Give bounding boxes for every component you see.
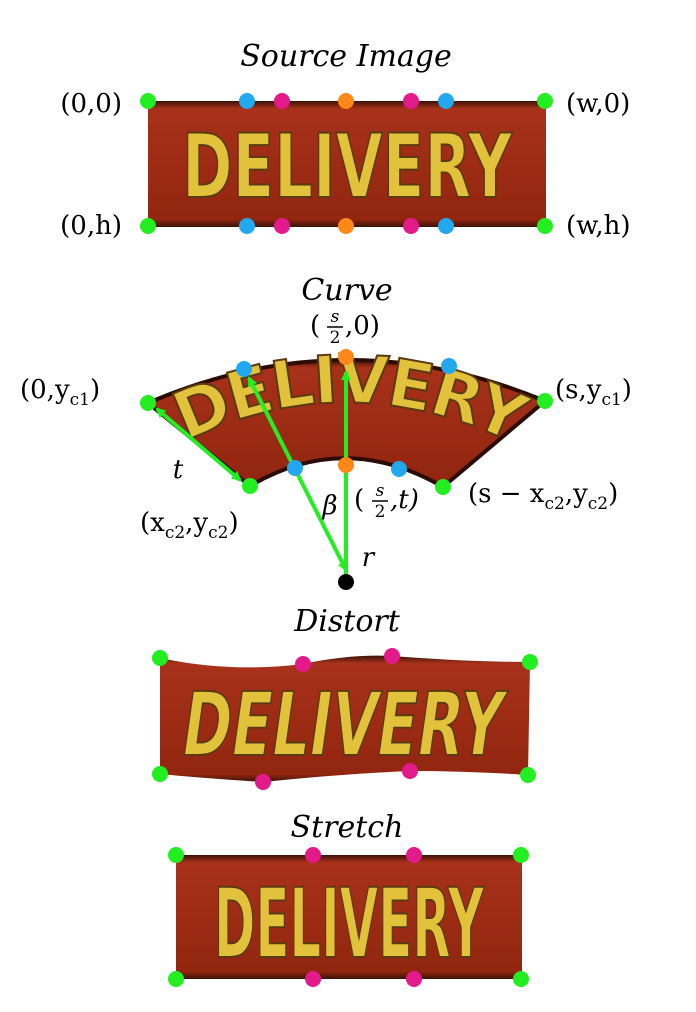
- source-label-bottom-right: (w,h): [566, 211, 630, 241]
- curve-arrow-t: [155, 407, 242, 482]
- curve-point-quarter-bottom-left: [287, 460, 303, 476]
- source-point-corner-br: [537, 218, 553, 234]
- source-title: Source Image: [240, 39, 452, 74]
- distort-point-corner-tl: [152, 650, 168, 666]
- curve-label-right-main: (s,y: [555, 375, 602, 405]
- curve-point-radius-origin: [338, 574, 354, 590]
- curve-top-mid-label: ( s 2 ,0): [310, 307, 380, 348]
- stretch-point-corner-br: [513, 971, 529, 987]
- curve-label-inner-mid: ( s 2 ,t): [354, 481, 419, 522]
- curve-label-inner-left: (xc2,yc2): [140, 508, 239, 543]
- svg-text:(s − xc2,yc2): (s − xc2,yc2): [468, 479, 618, 514]
- curve-point-center-bottom: [338, 457, 354, 473]
- stretch-point-eighth-bottom-1: [305, 971, 321, 987]
- source-point-quarter-1: [239, 93, 255, 109]
- distort-sign: DELIVERY: [160, 655, 530, 782]
- source-label-top-right: (w,0): [566, 89, 630, 119]
- curve-point-quarter-top-left: [236, 361, 252, 377]
- curve-label-left: (0,yc1): [20, 375, 100, 410]
- source-point-corner-bl: [140, 218, 156, 234]
- svg-text:s: s: [376, 481, 385, 501]
- curve-point-corner-right: [537, 393, 553, 409]
- curve-label-inner-right: (s − xc2,yc2): [468, 479, 618, 514]
- source-point-center-top: [338, 93, 354, 109]
- stretch-control-points: [168, 847, 529, 987]
- curve-label-left-main: (0,y: [20, 375, 70, 405]
- distort-point-eighth-bottom-2: [402, 763, 418, 779]
- source-point-center-bottom: [338, 218, 354, 234]
- curve-label-inner-left-x: (x: [140, 508, 165, 538]
- curve-label-r: r: [362, 543, 376, 573]
- source-label-bottom-left: (0,h): [60, 211, 122, 241]
- source-label-top-left: (0,0): [60, 89, 122, 119]
- curve-label-right: (s,yc1): [555, 375, 632, 410]
- source-control-points: [140, 93, 553, 234]
- curve-point-corner-left: [140, 395, 156, 411]
- curve-title: Curve: [301, 273, 392, 308]
- distort-point-corner-tr: [522, 654, 538, 670]
- stretch-point-eighth-top-1: [305, 847, 321, 863]
- curve-point-quarter-bottom-right: [391, 461, 407, 477]
- source-point-corner-tl: [140, 93, 156, 109]
- svg-text:(: (: [310, 311, 320, 341]
- svg-text:(0,yc1): (0,yc1): [20, 375, 100, 410]
- stretch-point-corner-bl: [168, 971, 184, 987]
- source-point-corner-tr: [537, 93, 553, 109]
- curve-label-right-sub: c1: [601, 390, 621, 410]
- curve-top-mid-frac-den: 2: [330, 328, 341, 348]
- source-point-eighth-4: [403, 218, 419, 234]
- distort-point-eighth-top-1: [295, 656, 311, 672]
- svg-text:(s,yc1): (s,yc1): [555, 375, 632, 410]
- stretch-point-corner-tr: [513, 847, 529, 863]
- distort-sign-text: DELIVERY: [176, 673, 511, 775]
- source-point-quarter-3: [239, 218, 255, 234]
- source-point-eighth-2: [403, 93, 419, 109]
- source-point-eighth-3: [274, 218, 290, 234]
- stretch-sign: DELIVERY: [176, 855, 522, 981]
- curve-top-mid-rest: ,0): [345, 311, 380, 341]
- distort-point-corner-br: [520, 767, 536, 783]
- distort-title: Distort: [293, 604, 401, 639]
- svg-text:(: (: [354, 485, 364, 515]
- stretch-point-corner-tl: [168, 847, 184, 863]
- curve-point-inner-right: [435, 479, 451, 495]
- svg-text:2: 2: [375, 502, 386, 522]
- stretch-sign-text: DELIVERY: [214, 868, 485, 980]
- curve-label-t: t: [173, 455, 184, 485]
- source-point-eighth-1: [274, 93, 290, 109]
- distort-point-corner-bl: [152, 766, 168, 782]
- distort-control-points: [152, 648, 538, 790]
- stretch-point-eighth-bottom-2: [406, 971, 422, 987]
- curve-label-inner-mid-rest: ,t): [390, 485, 419, 515]
- curve-point-quarter-top-right: [441, 358, 457, 374]
- curve-label-inner-right-x: (s − x: [468, 479, 545, 509]
- svg-text:(xc2,yc2): (xc2,yc2): [140, 508, 239, 543]
- stretch-point-eighth-top-2: [406, 847, 422, 863]
- source-point-quarter-2: [438, 93, 454, 109]
- curve-point-inner-left: [242, 478, 258, 494]
- distort-point-eighth-top-2: [384, 648, 400, 664]
- distort-point-eighth-bottom-1: [255, 774, 271, 790]
- source-sign-text: DELIVERY: [182, 115, 513, 218]
- curve-top-mid-frac-num: s: [331, 307, 340, 327]
- curve-point-center-top: [338, 349, 354, 365]
- stretch-title: Stretch: [291, 810, 404, 845]
- curve-control-points: [140, 349, 553, 590]
- curve-label-beta: β: [321, 491, 337, 521]
- source-sign: DELIVERY: [148, 101, 546, 227]
- source-point-quarter-4: [438, 218, 454, 234]
- curve-label-left-sub: c1: [70, 390, 90, 410]
